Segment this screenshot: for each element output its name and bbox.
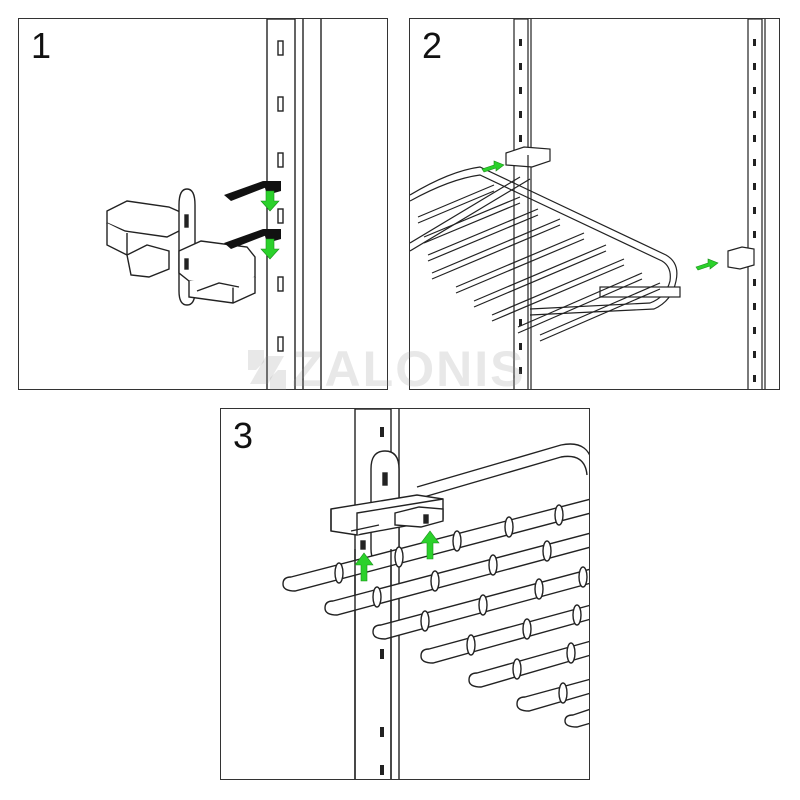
step-1-panel: 1 (18, 18, 388, 390)
shelf-rods (282, 498, 589, 728)
bracket-right (727, 246, 755, 270)
step-number: 3 (233, 415, 254, 456)
step-number: 2 (422, 25, 443, 66)
down-arrow-icon (260, 190, 280, 260)
step-3-panel: 3 (220, 408, 590, 780)
bracket (330, 450, 444, 566)
step-2-illustration (410, 19, 766, 389)
step-3-illustration (282, 409, 589, 779)
step-1-illustration (106, 19, 322, 389)
right-upright-rail (747, 19, 763, 389)
wire-shelf (410, 166, 681, 342)
rail-slots (277, 40, 284, 352)
insert-arrows (224, 181, 281, 249)
step-2-panel: 2 (409, 18, 780, 390)
up-arrow-icon (354, 530, 440, 582)
step-number: 1 (31, 25, 52, 66)
right-arrow-icon (481, 160, 719, 271)
bracket (106, 188, 256, 306)
